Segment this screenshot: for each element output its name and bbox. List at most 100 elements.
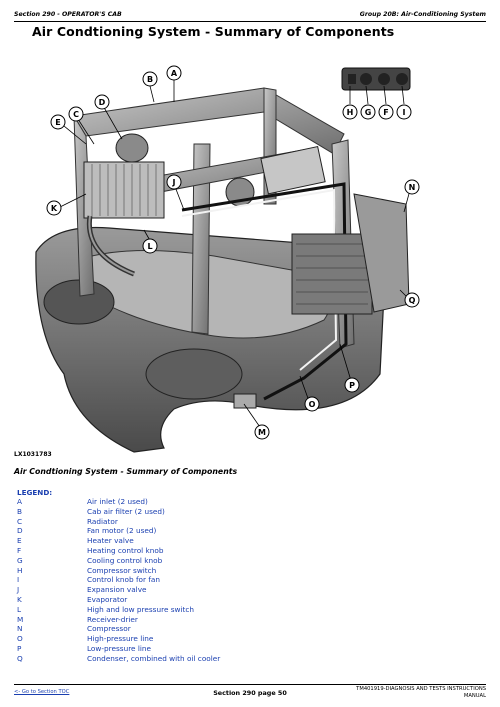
cooling-knob (360, 73, 372, 85)
right-step (145, 348, 243, 400)
callout-p-label: P (349, 381, 355, 390)
callout-g (360, 104, 376, 120)
callout-q-label: Q (409, 296, 416, 305)
legend-description: Compressor switch (87, 565, 157, 575)
header-section: Section 290 - OPERATOR'S CAB (14, 11, 122, 18)
legend-description: Cab air filter (2 used) (87, 506, 165, 516)
compressor-switch-knob (348, 74, 356, 84)
legend-item: P Low-pressure line (17, 644, 317, 654)
callout-k (46, 200, 62, 216)
illustration-svg: A B C D E F G H I J K L M N O P Q (35, 65, 420, 453)
legend-item: B Cab air filter (2 used) (17, 507, 317, 517)
callout-c-label: C (73, 110, 79, 119)
legend-letter: B (17, 506, 23, 516)
callout-m-label: M (258, 428, 266, 437)
callout-i (396, 104, 412, 120)
legend-description: High-pressure line (87, 634, 154, 644)
callout-e (50, 114, 66, 130)
callout-n-label: N (409, 183, 416, 192)
legend-letter: A (17, 497, 22, 506)
hose-left-inner (88, 215, 135, 275)
callout-o-label: O (309, 400, 316, 409)
footer-manual-line1: TM401919-DIAGNOSIS AND TESTS INSTRUCTION… (356, 686, 486, 692)
callout-i-label: I (403, 108, 406, 117)
callout-m (254, 424, 270, 440)
callout-d (94, 94, 110, 110)
page-header: Section 290 - OPERATOR'S CAB Group 20B: … (14, 11, 486, 23)
callout-p (344, 377, 360, 393)
legend-letter: F (17, 545, 22, 555)
legend-description: Control knob for fan (87, 575, 160, 585)
legend-letter: N (17, 624, 23, 634)
legend-item: A Air inlet (2 used) (17, 497, 317, 507)
legend-description: Cooling control knob (87, 555, 163, 565)
legend-item: M Receiver-drier (17, 615, 317, 625)
footer-manual-line2: MANUAL (463, 693, 486, 699)
legend-item: F Heating control knob (17, 546, 317, 556)
callout-b (142, 71, 158, 87)
callout-c (68, 106, 84, 122)
legend-letter: C (17, 516, 23, 526)
legend-letter: K (17, 594, 22, 604)
legend-description: Fan motor (2 used) (87, 526, 157, 536)
figure-caption: Air Condtioning System - Summary of Comp… (14, 467, 238, 476)
legend-description: Heater valve (87, 536, 134, 546)
control-panel (341, 67, 411, 91)
callout-o (304, 396, 320, 412)
left-step (43, 279, 115, 325)
legend-description: Radiator (87, 516, 118, 526)
radiator-right (260, 145, 326, 195)
cab-ac-illustration: A B C D E F G H I J K L M N O P Q (14, 44, 426, 464)
condenser-block (291, 233, 373, 315)
legend-letter: D (17, 526, 23, 536)
legend-letter: G (17, 555, 23, 565)
legend-list: A Air inlet (2 used) B Cab air filter (2 us… (17, 497, 317, 664)
legend-description: Condenser, combined with oil cooler (87, 653, 221, 663)
fan-motor-left (115, 133, 149, 163)
receiver-drier (233, 393, 257, 409)
legend-letter: J (17, 585, 20, 595)
footer-manual-title: TM401919-DIAGNOSIS AND TESTS INSTRUCTION… (356, 686, 486, 700)
go-to-section-toc-link[interactable]: <- Go to Section TOC (14, 689, 70, 695)
footer-divider (14, 684, 486, 685)
legend-description: Receiver-drier (87, 614, 138, 624)
callout-q (404, 292, 420, 308)
callout-d-label: D (99, 98, 106, 107)
fan-knob (396, 73, 408, 85)
page-title: Air Condtioning System - Summary of Comp… (32, 24, 395, 39)
legend-letter: I (17, 575, 20, 585)
legend-item: G Cooling control knob (17, 556, 317, 566)
high-pressure-line (181, 182, 348, 401)
figure-code: LX1031783 (14, 451, 52, 458)
legend-description: High and low pressure switch (87, 604, 195, 614)
legend-item: I Control knob for fan (17, 575, 317, 585)
legend-description: Air inlet (2 used) (87, 497, 148, 506)
legend-letter: H (17, 565, 23, 575)
callout-l (142, 238, 158, 254)
callout-f (378, 104, 394, 120)
legend-description: Heating control knob (87, 545, 164, 555)
callout-j-label: J (172, 178, 176, 187)
header-divider (14, 21, 486, 22)
legend-item: H Compressor switch (17, 566, 317, 576)
legend-letter: M (17, 614, 24, 624)
callout-g-label: G (365, 108, 372, 117)
legend-item: C Radiator (17, 517, 317, 527)
legend-description: Expansion valve (87, 585, 147, 595)
callout-n (404, 179, 420, 195)
condenser-fins (296, 243, 368, 305)
callout-h (342, 104, 358, 120)
legend-letter: Q (17, 653, 23, 663)
heating-knob (378, 73, 390, 85)
callout-h-label: H (347, 108, 354, 117)
footer-page-number: Section 290 page 50 (213, 689, 287, 697)
header-group: Group 20B: Air-Conditioning System (359, 11, 486, 18)
legend-description: Low-pressure line (87, 643, 152, 653)
callout-a-label: A (171, 69, 178, 78)
legend-letter: P (17, 643, 22, 653)
